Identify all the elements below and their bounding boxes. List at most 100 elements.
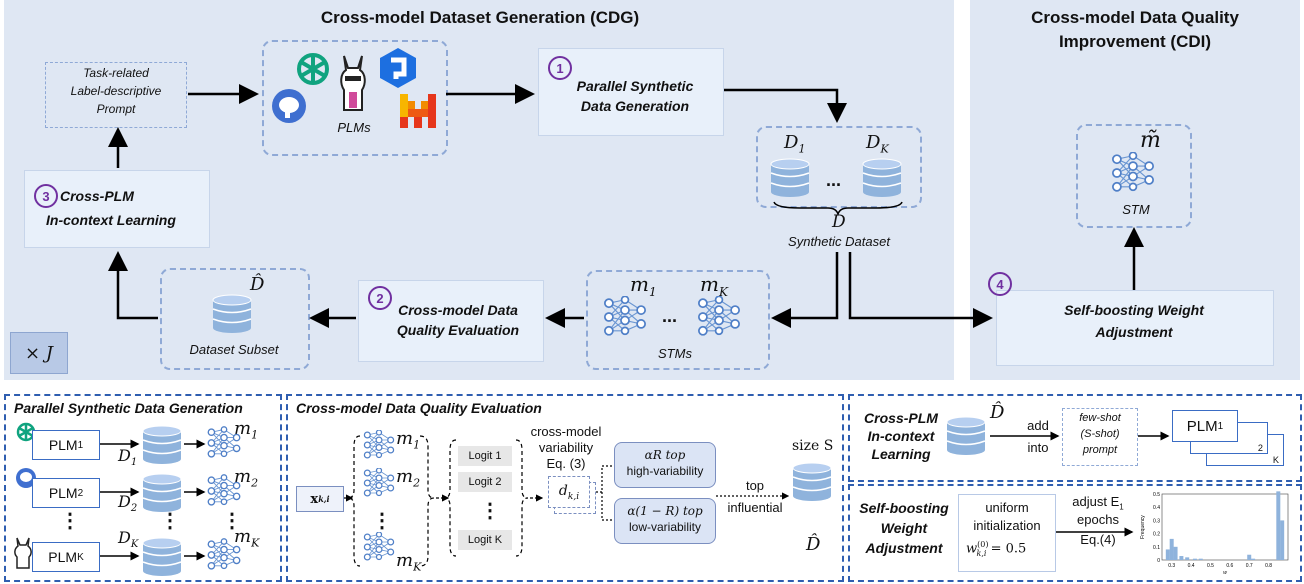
- histogram-xtick: 0.4: [1188, 563, 1195, 569]
- step4-number: 4: [988, 272, 1012, 296]
- high-line2: high-variability: [626, 464, 704, 479]
- llama-logo-icon: [334, 52, 372, 114]
- cpicl-add: add: [1027, 418, 1049, 433]
- step3-number: 3: [34, 184, 58, 208]
- histogram-frame: [1161, 493, 1289, 561]
- synthetic-dk-label: DK: [866, 132, 889, 156]
- histogram-bar: [1192, 558, 1197, 560]
- logit-2: Logit 2: [458, 472, 512, 492]
- psdg-dk: DK: [118, 528, 139, 551]
- top-label: top: [745, 478, 765, 493]
- histogram-xtick: 0.6: [1226, 563, 1233, 569]
- init-line2: initialization: [973, 518, 1041, 533]
- adjust-line3: Eq.(4): [1080, 532, 1116, 547]
- step2-line1: Cross-model Data: [398, 302, 518, 318]
- cdqe-dhat: D̂: [806, 534, 821, 555]
- step4-box: [996, 290, 1274, 366]
- high-line1: αR top: [644, 448, 686, 462]
- psdg-d2: D2: [118, 492, 138, 515]
- cdqe-title: Cross-model Data Quality Evaluation: [296, 400, 542, 416]
- histogram-xtick: 0.5: [1207, 563, 1214, 569]
- fewshot-line3: prompt: [1082, 444, 1118, 456]
- stms-group: [586, 270, 770, 370]
- deepseek-logo-icon: [376, 46, 420, 90]
- low-variability-box: α(1 − R) top low-variability: [614, 498, 716, 544]
- step2-box: [358, 280, 544, 362]
- prompt-line2: Label-descriptive: [70, 84, 162, 98]
- low-line2: low-variability: [628, 520, 702, 535]
- histogram-ytick: 0.2: [1153, 532, 1160, 538]
- sbwa-title-1: Self-boosting: [859, 500, 949, 516]
- elephant-logo-icon: [268, 86, 310, 126]
- fewshot-line2: (S-shot): [1080, 428, 1120, 440]
- cpicl-dhat: D̂: [990, 402, 1005, 423]
- histogram-ytick: 0.3: [1153, 518, 1160, 524]
- step3-line1: Cross-PLM: [60, 188, 134, 204]
- histogram-bar: [1276, 491, 1281, 560]
- plms-label: PLMs: [337, 120, 371, 135]
- histogram-bar: [1179, 556, 1184, 560]
- high-variability-box: αR top high-variability: [614, 442, 716, 488]
- init-formula: w(0)k,i = 0.5: [966, 540, 1027, 558]
- prompt-line3: Prompt: [96, 102, 136, 116]
- stm-final-mtilde: m̃: [1140, 128, 1161, 153]
- step4-line1: Self-boosting Weight: [1064, 302, 1204, 318]
- histogram-ytick: 0.5: [1153, 492, 1160, 498]
- subset-dhat-label: D̂: [250, 274, 265, 295]
- histogram-bar: [1169, 538, 1174, 560]
- cpicl-title-1: Cross-PLM: [864, 410, 938, 426]
- psdg-m1: m1: [234, 418, 259, 442]
- histogram-ytick: 0.1: [1153, 545, 1160, 551]
- logit-k: Logit K: [458, 530, 512, 550]
- cdg-title: Cross-model Dataset Generation (CDG): [320, 8, 640, 27]
- cdqe-mk: mK: [396, 550, 422, 574]
- synthetic-dots: ...: [826, 170, 842, 190]
- mistral-logo-icon: [400, 94, 436, 128]
- d-ki-label: dk,i: [558, 482, 580, 502]
- influential-label: influential: [727, 500, 783, 515]
- psdg-vdots-model: ⋮: [222, 510, 242, 532]
- cpicl-title-3: Learning: [871, 446, 931, 462]
- histogram-xlabel: w: [1223, 570, 1227, 576]
- plms-group: [262, 40, 448, 156]
- psdg-d1: D1: [118, 446, 138, 469]
- stms-label: STMs: [658, 346, 692, 361]
- step3-box: [24, 170, 210, 248]
- cdqe-m1: m1: [396, 428, 421, 452]
- histogram-ylabel: Frequency: [1140, 515, 1146, 539]
- synthetic-d-label: D: [832, 212, 846, 232]
- variability-text-2: variability: [538, 440, 594, 455]
- synthetic-dataset-group: [756, 126, 922, 208]
- repeat-box: × J: [10, 332, 68, 374]
- fewshot-line1: few-shot: [1079, 412, 1121, 424]
- sbwa-title-2: Weight: [880, 520, 928, 536]
- psdg-mk: mK: [234, 526, 260, 550]
- psdg-row-2-logo-icon: [14, 466, 38, 490]
- step1-number: 1: [548, 56, 572, 80]
- subset-label: Dataset Subset: [189, 342, 279, 357]
- stms-dots: ...: [662, 306, 678, 326]
- psdg-m2: m2: [234, 466, 259, 490]
- cdi-title-line2: Improvement (CDI): [1058, 32, 1212, 51]
- cdqe-m2: m2: [396, 466, 421, 490]
- histogram-bar: [1173, 546, 1178, 560]
- step3-line2: In-context Learning: [46, 212, 176, 228]
- stm-mk-label: mK: [700, 272, 728, 299]
- synthetic-d1-label: D1: [784, 132, 806, 156]
- adjust-line1: adjust E1: [1072, 494, 1124, 512]
- stm-m1-label: m1: [630, 272, 657, 299]
- step1-line2: Data Generation: [580, 98, 690, 114]
- low-line1: α(1 − R) top: [627, 504, 703, 518]
- step2-line2: Quality Evaluation: [396, 322, 520, 338]
- cpicl-into: into: [1027, 440, 1049, 455]
- histogram-xtick: 0.3: [1168, 563, 1175, 569]
- variability-text-1: cross-model: [530, 424, 602, 439]
- cdqe-vdots-model: ⋮: [372, 510, 392, 532]
- psdg-row-3-logo-icon: [12, 536, 34, 570]
- step4-line2: Adjustment: [1095, 324, 1173, 340]
